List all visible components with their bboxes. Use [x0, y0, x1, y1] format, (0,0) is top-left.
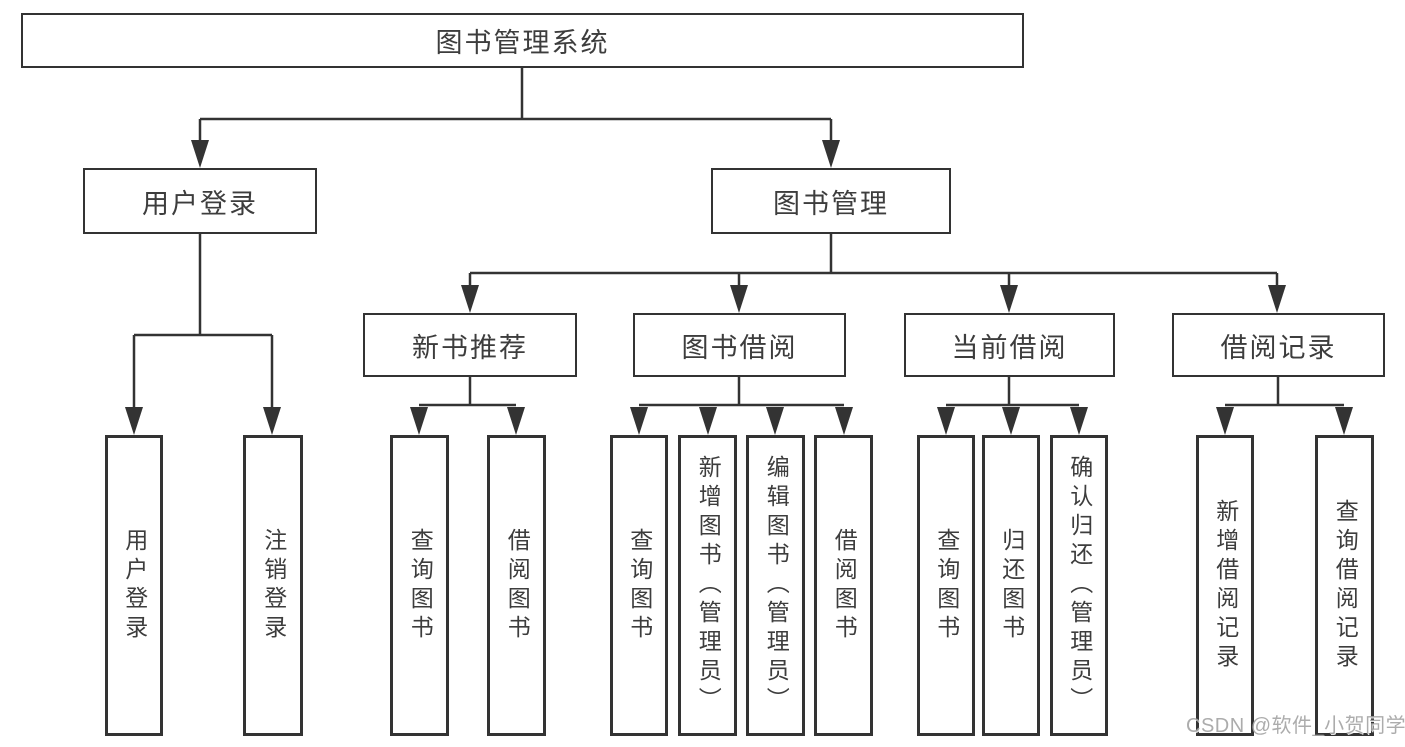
node-root: 图书管理系统: [21, 13, 1024, 68]
node-book-management-label: 图书管理: [773, 188, 889, 219]
node-borrow-records-label: 借阅记录: [1220, 332, 1337, 363]
leaf-query-books-label: 查询图书: [626, 527, 653, 644]
leaf-query-books-label: 查询图书: [407, 527, 434, 644]
node-root-label: 图书管理系统: [435, 28, 610, 58]
watermark: CSDN @软件_小贺同学: [1186, 715, 1405, 737]
arrowhead: [630, 407, 648, 435]
leaf-borrow-books-label: 借阅图书: [504, 527, 531, 644]
leaf-edit-books-admin-label: 编辑图书（管理员）: [763, 455, 790, 716]
arrowhead: [1335, 407, 1353, 435]
node-book-borrow-label: 图书借阅: [681, 332, 798, 363]
node-current-borrow: 当前借阅: [904, 313, 1115, 377]
leaf-borrow-books: 借阅图书: [487, 435, 546, 736]
leaf-confirm-return-admin-label: 确认归还（管理员）: [1066, 455, 1093, 716]
leaf-user-login-label: 用户登录: [121, 527, 148, 644]
leaf-query-books-label: 查询图书: [933, 527, 960, 644]
leaf-query-books: 查询图书: [390, 435, 449, 736]
arrowhead: [937, 407, 955, 435]
leaf-return-books: 归还图书: [982, 435, 1040, 736]
node-book-management: 图书管理: [711, 168, 951, 234]
arrowhead: [1000, 285, 1018, 313]
node-borrow-records: 借阅记录: [1172, 313, 1385, 377]
connector-path: [132, 68, 1344, 408]
node-new-book-recommend: 新书推荐: [363, 313, 577, 377]
arrowhead: [835, 407, 853, 435]
arrowhead: [822, 140, 840, 168]
arrowhead: [191, 140, 209, 168]
arrowhead: [1070, 407, 1088, 435]
arrowhead: [1002, 407, 1020, 435]
leaf-user-login: 用户登录: [105, 435, 163, 736]
leaf-add-books-admin-label: 新增图书（管理员）: [695, 455, 722, 716]
arrowhead: [1216, 407, 1234, 435]
arrowhead: [263, 407, 281, 435]
leaf-add-borrow-record: 新增借阅记录: [1196, 435, 1254, 736]
node-user-login-label: 用户登录: [142, 188, 258, 219]
arrowhead: [507, 407, 525, 435]
leaf-borrow-books-label: 借阅图书: [831, 527, 858, 644]
arrowhead: [461, 285, 479, 313]
leaf-add-books-admin: 新增图书（管理员）: [678, 435, 737, 736]
leaf-query-books: 查询图书: [917, 435, 975, 736]
node-book-borrow: 图书借阅: [633, 313, 846, 377]
leaf-borrow-books: 借阅图书: [814, 435, 873, 736]
leaf-logout-label: 注销登录: [260, 527, 287, 644]
arrowhead: [699, 407, 717, 435]
arrowhead: [1268, 285, 1286, 313]
node-current-borrow-label: 当前借阅: [951, 332, 1068, 363]
node-user-login: 用户登录: [83, 168, 317, 234]
arrowhead: [730, 285, 748, 313]
leaf-return-books-label: 归还图书: [998, 527, 1025, 644]
leaf-query-borrow-record: 查询借阅记录: [1315, 435, 1374, 736]
node-new-book-recommend-label: 新书推荐: [412, 332, 528, 363]
leaf-logout: 注销登录: [243, 435, 303, 736]
leaf-query-books: 查询图书: [610, 435, 668, 736]
leaf-edit-books-admin: 编辑图书（管理员）: [746, 435, 805, 736]
arrowhead: [410, 407, 428, 435]
leaf-query-borrow-record-label: 查询借阅记录: [1332, 498, 1359, 673]
leaf-add-borrow-record-label: 新增借阅记录: [1212, 498, 1239, 673]
leaf-confirm-return-admin: 确认归还（管理员）: [1050, 435, 1108, 736]
arrowhead: [125, 407, 143, 435]
arrowhead: [766, 407, 784, 435]
